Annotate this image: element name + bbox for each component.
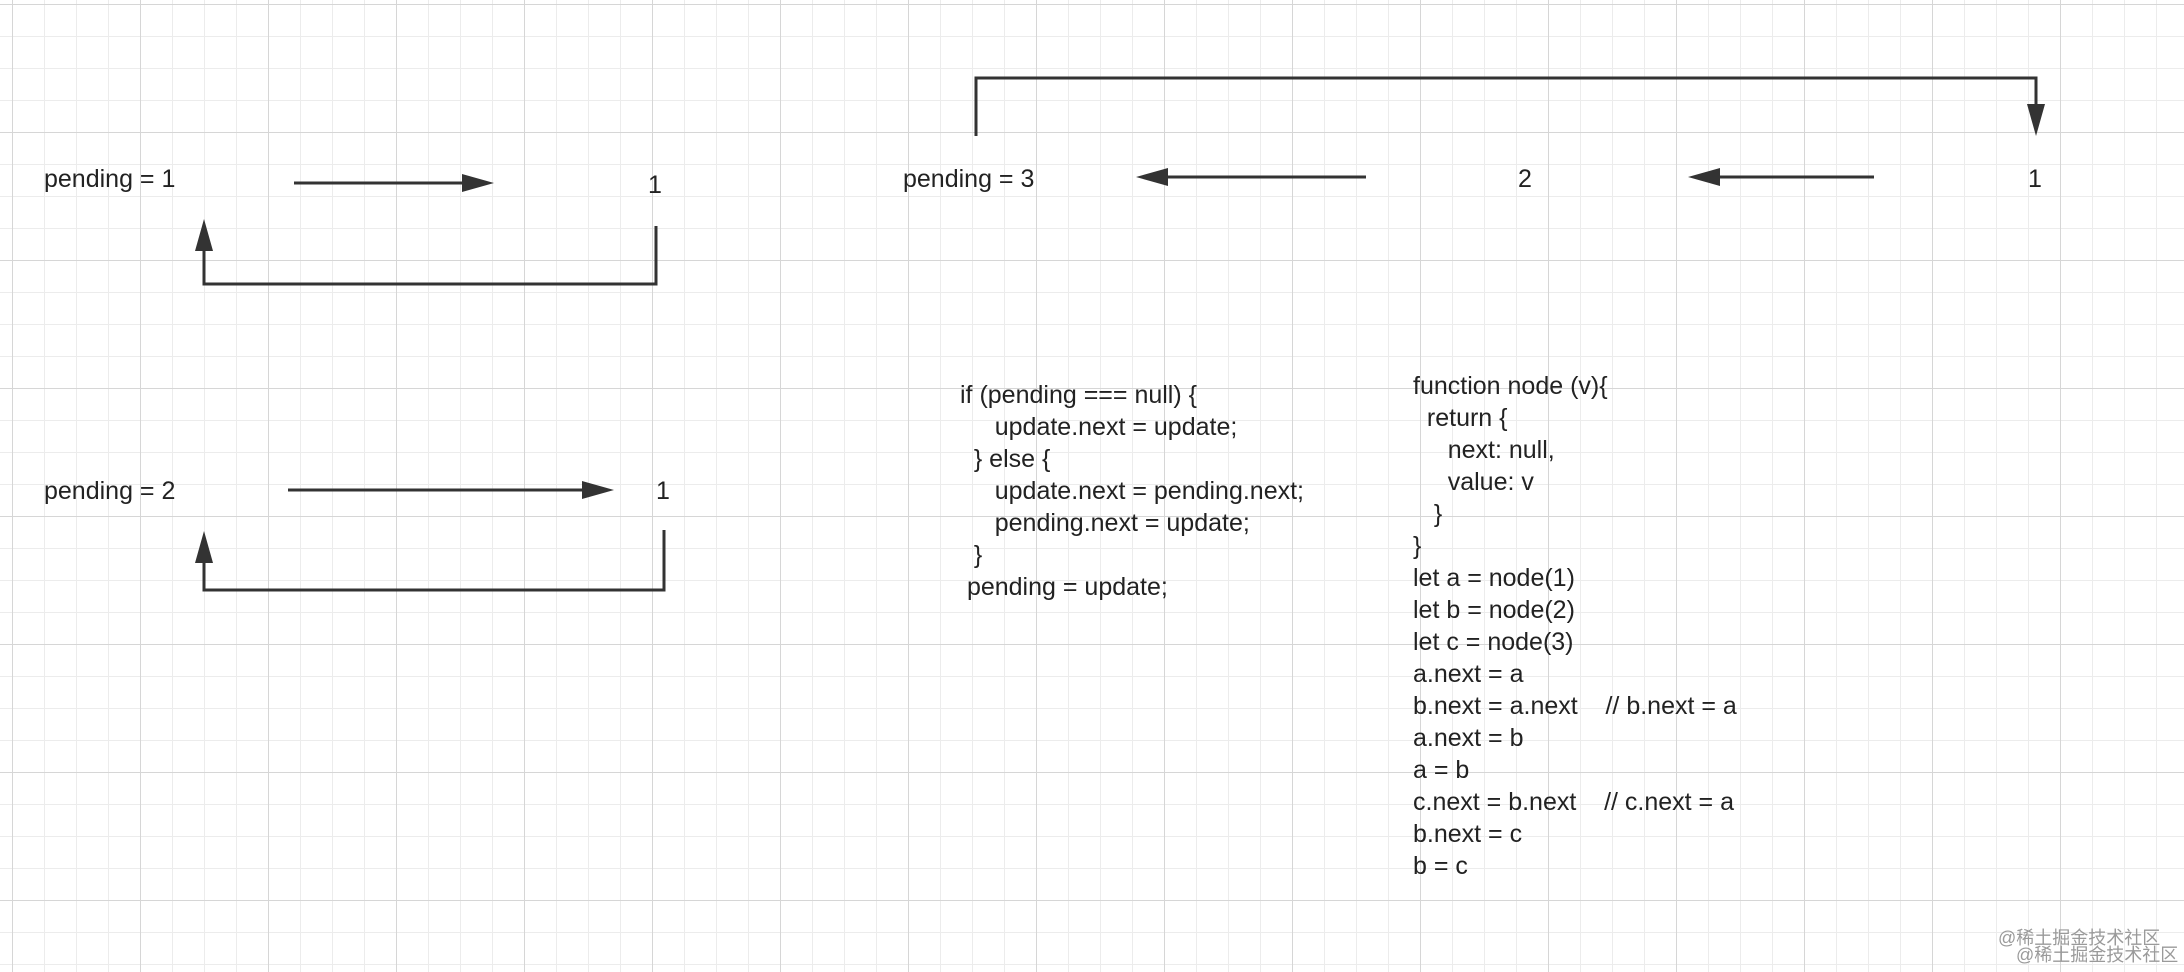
diagram-c-top-loop-arrow-head <box>2027 104 2045 136</box>
code-line: } <box>1413 500 1443 528</box>
diagram-c-top-loop-line <box>974 76 2038 136</box>
diagram-a-loop-back-arrow-head <box>195 219 213 251</box>
diagram-a-node-label: 1 <box>648 171 662 199</box>
diagram-c-connectors <box>974 76 2045 186</box>
code-line: a.next = a <box>1413 660 1524 688</box>
code-line: } <box>1413 532 1422 560</box>
diagram-c-arrow-2-to-pending-head <box>1136 168 1168 186</box>
code-line: b.next = a.next // b.next = a <box>1413 692 1737 720</box>
diagram-c-node-1-label: 1 <box>2028 165 2042 193</box>
node-code-block: function node (v){ return { next: null, … <box>1413 370 1737 882</box>
code-line: b = c <box>1413 852 1468 880</box>
diagram-b-pending-label: pending = 2 <box>44 477 176 505</box>
code-line: } <box>960 541 983 569</box>
code-line: pending.next = update; <box>960 509 1250 537</box>
code-line: } else { <box>960 445 1051 473</box>
code-line: a.next = b <box>1413 724 1524 752</box>
watermark-line-2: @稀土掘金技术社区 <box>2016 945 2179 965</box>
code-line: return { <box>1413 404 1508 432</box>
diagram-c-pending-label: pending = 3 <box>903 165 1035 193</box>
code-line: function node (v){ <box>1413 372 1608 400</box>
diagram-a-forward-arrow-head <box>462 174 494 192</box>
diagram-c-node-2-label: 2 <box>1518 165 1532 193</box>
code-line: value: v <box>1413 468 1534 496</box>
watermark-line-1: @稀土掘金技术社区 <box>1998 928 2161 948</box>
diagram-a-loop-back-line <box>202 226 658 286</box>
diagram-c-arrow-1-to-2-head <box>1688 168 1720 186</box>
code-line: update.next = pending.next; <box>960 477 1305 505</box>
code-line: let c = node(3) <box>1413 628 1574 656</box>
code-line: update.next = update; <box>960 413 1238 441</box>
diagram-a-connectors <box>195 174 658 286</box>
code-line: next: null, <box>1413 436 1555 464</box>
diagram-b-loop-back-line <box>202 530 666 592</box>
diagram-b-connectors <box>195 481 666 592</box>
code-line: a = b <box>1413 756 1470 784</box>
diagram-b-node-label: 1 <box>656 477 670 505</box>
code-line: let b = node(2) <box>1413 596 1575 624</box>
code-line: c.next = b.next // c.next = a <box>1413 788 1735 816</box>
code-line: let a = node(1) <box>1413 564 1575 592</box>
insert-code-block: if (pending === null) { update.next = up… <box>960 379 1304 603</box>
diagram-b-forward-arrow-head <box>582 481 614 499</box>
diagram-b-loop-back-arrow-head <box>195 531 213 563</box>
code-line: pending = update; <box>960 573 1168 601</box>
diagram-a-pending-label: pending = 1 <box>44 165 176 193</box>
code-line: if (pending === null) { <box>960 381 1197 409</box>
code-line: b.next = c <box>1413 820 1523 848</box>
